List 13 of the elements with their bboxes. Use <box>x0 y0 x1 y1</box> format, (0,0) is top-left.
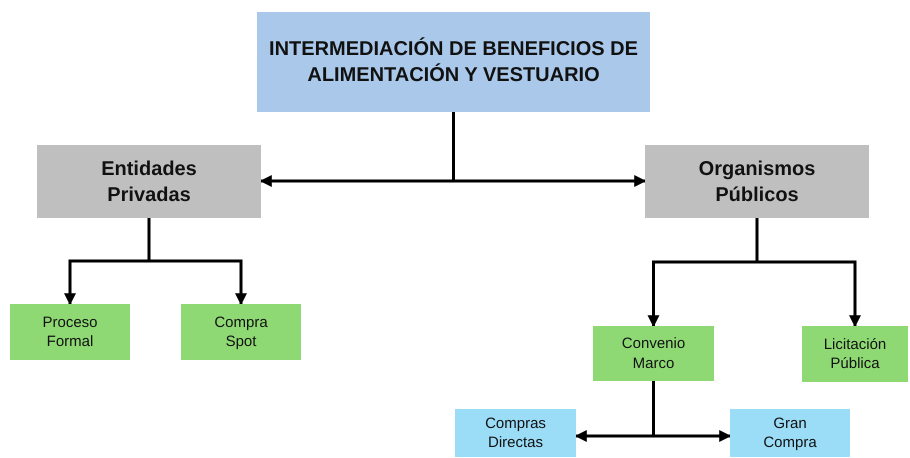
category-box: Entidades Privadas <box>37 145 261 218</box>
process-box: Compras Directas <box>455 409 576 457</box>
title-box: INTERMEDIACIÓN DE BENEFICIOS DE ALIMENTACIÓN Y VESTUARIO <box>257 12 650 112</box>
connector-arrow <box>756 218 861 328</box>
process-box: Gran Compra <box>730 409 850 457</box>
process-box: Compra Spot <box>181 304 301 360</box>
process-box: Licitación Pública <box>802 326 908 382</box>
process-box: Proceso Formal <box>10 304 130 360</box>
connector-arrow <box>452 112 646 187</box>
category-box: Organismos Públicos <box>645 145 869 218</box>
connector-arrow <box>652 381 732 442</box>
process-box: Convenio Marco <box>593 326 714 381</box>
connector-arrow <box>148 218 247 306</box>
